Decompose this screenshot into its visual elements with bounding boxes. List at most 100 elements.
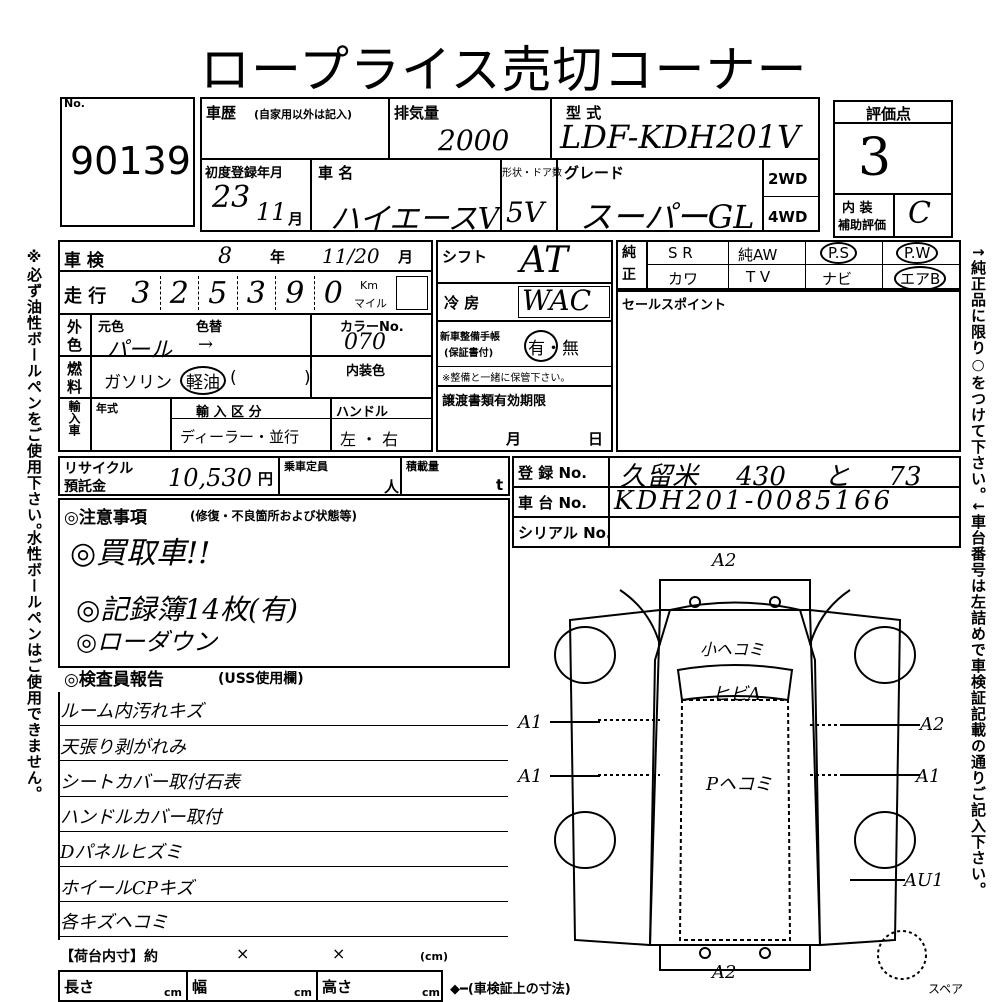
recycle-unit: 円 <box>258 470 274 488</box>
grade-label: グレード <box>564 164 625 182</box>
cargo-dims-box <box>58 970 443 1002</box>
registration-label: 登 録 No. <box>518 464 588 482</box>
manual-label-1: 新車整備手帳 <box>440 332 500 343</box>
color-no-value: 070 <box>344 330 386 355</box>
diagram-label: ヒビA <box>712 684 761 705</box>
diagram-label: A1 <box>916 766 941 787</box>
equip-tv: T V <box>746 268 771 286</box>
note-line: ◎記録簿14枚(有) <box>76 593 298 626</box>
inspection-year-unit: 年 <box>270 248 286 266</box>
model-value: LDF-KDH201V <box>560 118 801 156</box>
chassis-label: 車 台 No. <box>518 494 588 512</box>
inspection-month-unit: 月 <box>398 248 414 266</box>
right-margin-note-1: ↑純正品に限り○をつけて下さい。 <box>969 246 987 503</box>
report-line: 天張り剥がれみ <box>60 737 186 758</box>
lot-number-value: 90139 <box>70 139 191 183</box>
cargo-label: 【荷台内寸】約 <box>60 949 158 965</box>
recycle-value: 10,530 <box>168 464 252 492</box>
cargo-unit: (cm) <box>420 950 449 963</box>
diagram-label: A2 <box>920 714 945 735</box>
car-damage-diagram <box>550 579 927 980</box>
note-line: ◎ローダウン <box>76 628 217 656</box>
exterior-label-2: 色 <box>67 336 83 354</box>
report-line: 各キズヘコミ <box>60 912 168 933</box>
notes-label: ◎注意事項 <box>64 508 147 528</box>
report-line: ルーム内汚れキズ <box>60 701 204 722</box>
sales-point-label: セールスポイント <box>622 298 727 313</box>
fuel-label-2: 料 <box>67 378 83 396</box>
equipment-box <box>616 240 961 290</box>
first-reg-label: 初度登録年月 <box>205 166 284 181</box>
grade-value: スーパーGL <box>580 198 755 236</box>
equip-airbag: エアB <box>894 266 947 291</box>
chassis-value: KDH201-0085166 <box>614 486 894 516</box>
notes-sub: (修復・不良箇所および状態等) <box>190 509 357 523</box>
serial-label: シリアル No. <box>518 524 612 542</box>
shift-label: シフト <box>442 248 488 266</box>
fuel-paren-open: ( <box>230 368 237 388</box>
interior-label-1: 内 装 <box>842 201 873 216</box>
recycle-label-2: 預託金 <box>64 479 106 495</box>
capacity-label: 乗車定員 <box>284 460 328 473</box>
mileage-digit: 0 <box>323 276 343 311</box>
note-line: ◎買取車!! <box>70 536 211 571</box>
report-line: シートカバー取付石表 <box>60 772 240 793</box>
rating-label: 評価点 <box>866 105 912 123</box>
fuel-circled: 軽油 <box>180 366 226 395</box>
interior-grade: C <box>908 196 931 231</box>
transfer-month-unit: 月 <box>506 430 522 448</box>
import-type-label: 輸 入 区 分 <box>196 405 262 420</box>
mileage-unit-km: Km <box>360 279 378 292</box>
exterior-orig-value: パール <box>106 338 173 363</box>
import-label: 輸入車 <box>67 400 81 436</box>
cargo-width-label: 幅 <box>192 978 208 996</box>
drive-4wd: 4WD <box>768 208 808 226</box>
load-unit: t <box>496 476 504 494</box>
inspection-month: 11/20 <box>322 244 380 268</box>
equip-leather: カワ <box>668 270 699 288</box>
diagram-label: Pヘコミ <box>706 774 773 795</box>
diagram-label: A1 <box>518 766 543 787</box>
inspection-year: 8 <box>218 244 232 269</box>
exterior-orig-label: 元色 <box>98 320 125 335</box>
mileage-digit: 3 <box>238 276 276 311</box>
equipment-label-1: 純 <box>622 245 636 261</box>
cargo-height-label: 高さ <box>322 978 353 996</box>
mileage-label: 走 行 <box>64 286 107 307</box>
first-reg-year: 23 <box>212 180 251 215</box>
transfer-label: 譲渡書類有効期限 <box>442 394 547 409</box>
page-title: ロープライス売切コーナー <box>200 41 808 99</box>
import-year-label: 年式 <box>96 402 118 415</box>
recycle-label-1: リサイクル <box>64 461 134 477</box>
load-label: 積載量 <box>406 460 439 473</box>
manual-note: ※整備と一緒に保管下さい。 <box>442 373 571 384</box>
ac-value: WAC <box>522 284 592 317</box>
exterior-label-1: 外 <box>67 318 83 336</box>
left-margin-note-1: ※必ず油性ボールペンをご使用下さい。 <box>25 248 43 539</box>
history-label: 車歴 <box>206 104 237 122</box>
registration-value: 久留米 430 と 73 <box>620 462 922 492</box>
equip-pw: P.W <box>896 242 939 264</box>
lot-number-box: No. 90139 <box>60 97 195 227</box>
exterior-repaint-value: → <box>198 334 214 355</box>
transfer-day-unit: 日 <box>588 430 604 448</box>
doors-label: 形状・ドア数 <box>502 168 562 179</box>
doors-value: 5V <box>506 196 545 229</box>
mileage-digit: 2 <box>161 276 199 311</box>
fuel-paren-close: ) <box>304 368 311 388</box>
fuel-label-1: 燃 <box>67 360 83 378</box>
mileage-digit: 9 <box>276 276 315 311</box>
sales-point-box <box>616 290 961 452</box>
color-no-label: カラーNo. <box>340 320 404 335</box>
vehicle-info-box <box>200 97 820 232</box>
mileage-digits: 3 2 5 3 9 0 <box>122 276 352 311</box>
report-label: ◎検査員報告 <box>64 670 164 690</box>
report-line: Dパネルヒズミ <box>60 842 183 863</box>
left-info-box <box>58 240 433 452</box>
mileage-unit-mile: マイル <box>354 297 387 310</box>
cargo-length-label: 長さ <box>64 978 95 996</box>
equip-navi: ナビ <box>822 270 853 288</box>
rating-score: 3 <box>858 128 892 188</box>
fuel-value: ガソリン <box>104 373 172 393</box>
displacement-label: 排気量 <box>394 104 440 122</box>
